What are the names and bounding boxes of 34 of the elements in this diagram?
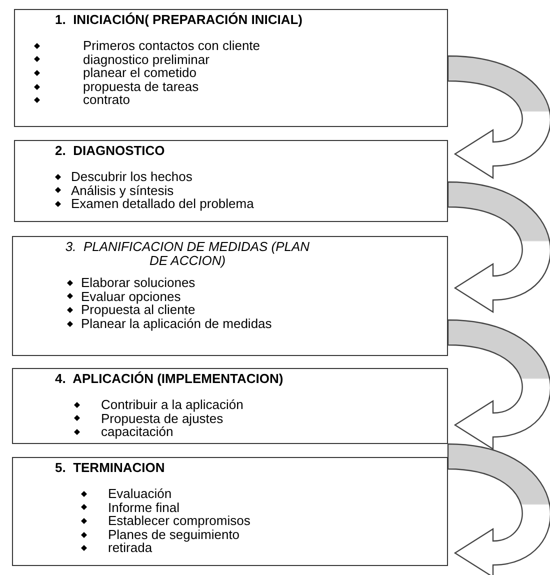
curved-arrow [447,319,550,450]
list-item: Examen detallado del problema [71,197,254,211]
list-item: Evaluar opciones [81,290,181,304]
step-heading: 2. DIAGNOSTICO [55,144,166,158]
list-item: Planear la aplicación de medidas [81,316,272,330]
step-box [14,9,448,127]
list-item: retirada [108,541,152,555]
list-item: Contribuir a la aplicación [101,398,244,412]
list-item: contrato [83,93,130,107]
list-item: Establecer compromisos [108,514,250,528]
list-item: planear el cometido [83,66,196,80]
list-item: Primeros contactos con cliente [83,39,260,53]
step-heading: 3. PLANIFICACION DE MEDIDAS (PLAN DE ACCION) [64,240,311,268]
list-item: diagnostico preliminar [83,52,210,66]
curved-arrow [447,443,550,575]
curved-arrow [447,55,550,179]
list-item: Análisis y síntesis [71,184,174,198]
step-heading: 1. INICIACIÓN( PREPARACIÓN INICIAL) [55,13,304,27]
list-item: Elaborar soluciones [81,276,196,290]
step-box [12,457,448,566]
step-box [12,236,448,356]
list-item: capacitación [101,425,174,439]
step-box [14,140,448,222]
step-box [12,368,448,444]
list-item: Informe final [108,500,180,514]
list-item: Planes de seguimiento [108,528,240,542]
list-item: propuesta de tareas [83,80,199,94]
list-item: Propuesta de ajustes [101,412,224,426]
step-heading: 5. TERMINACION [55,461,166,475]
step-heading: 4. APLICACIÓN (IMPLEMENTACION) [55,372,284,386]
list-item: Descubrir los hechos [71,170,192,184]
list-item: Propuesta al cliente [81,303,196,317]
list-item: Evaluación [108,487,172,501]
curved-arrow [447,181,550,313]
